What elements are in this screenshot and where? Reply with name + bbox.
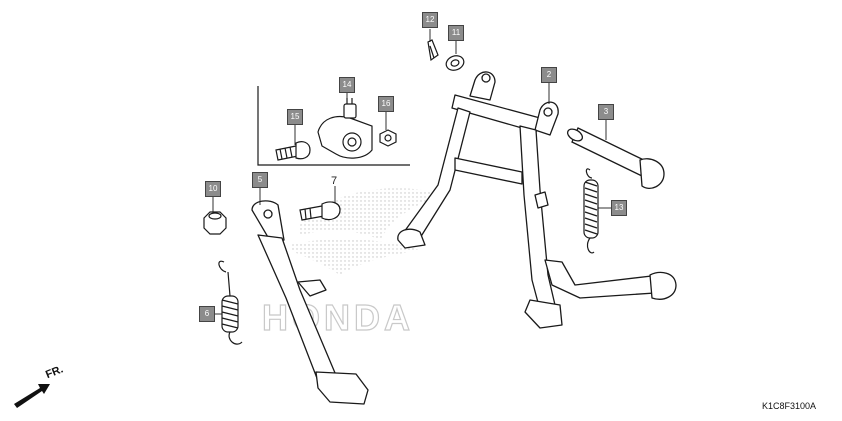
front-direction-arrow-icon (14, 384, 50, 408)
part-14-switch-assembly (317, 98, 373, 159)
part-2-main-stand (397, 71, 677, 329)
callout-5: 5 (252, 172, 268, 188)
part-11-washer (445, 55, 465, 71)
inset-frame (257, 86, 410, 166)
part-12-cotter-pin (427, 39, 439, 62)
callout-6: 6 (199, 306, 215, 322)
part-13-spring (583, 168, 599, 254)
part-5-side-stand (251, 200, 369, 405)
callout-11: 11 (448, 25, 464, 41)
callout-15: 15 (287, 109, 303, 125)
callout-12: 12 (422, 12, 438, 28)
callout-2: 2 (541, 67, 557, 83)
part-3-pivot-shaft (566, 127, 665, 189)
callout-10: 10 (205, 181, 221, 197)
part-7-bolt (299, 201, 341, 221)
callout-13: 13 (611, 200, 627, 216)
part-6-spring (218, 260, 243, 345)
leader-lines (212, 29, 611, 315)
watermark-text: HONDA (262, 297, 414, 338)
part-10-nut (203, 211, 227, 235)
honda-watermark: HONDA (261, 188, 450, 339)
callout-3: 3 (598, 104, 614, 120)
drawing-code: K1C8F3100A (761, 401, 816, 411)
callout-16: 16 (378, 96, 394, 112)
label-7: 7 (331, 175, 338, 187)
callout-14: 14 (339, 77, 355, 93)
part-16-nut (379, 129, 397, 147)
part-15-bolt (275, 141, 311, 161)
